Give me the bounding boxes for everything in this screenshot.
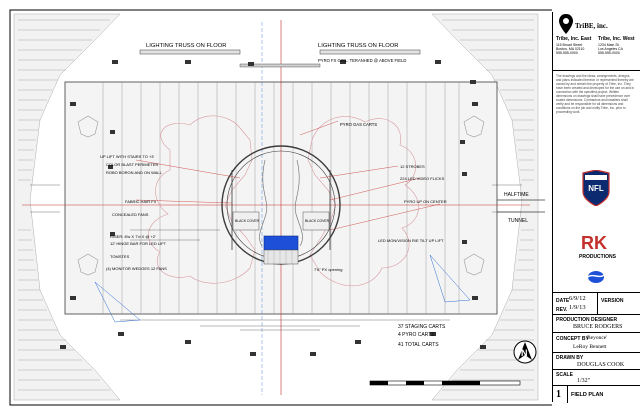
label-led-video-flicks: 224 LED VIDEO FLICKS <box>400 176 445 181</box>
black-cover-right <box>302 211 330 231</box>
sheet-title: FIELD PLAN <box>571 392 604 398</box>
sheet-border <box>9 9 552 406</box>
nfl-logo: NFL <box>581 169 611 207</box>
field-plan-drawing: LIGHTING TRUSS ON FLOOR LIGHTING TRUSS O… <box>9 9 552 406</box>
label-monitor-wedges: (4) MONITOR WEDGES 12 FANS <box>106 266 167 271</box>
date-label: DATE <box>556 298 570 304</box>
label-staging-carts: 37 STAGING CARTS <box>398 324 446 330</box>
concept-label: CONCEPT BY <box>556 336 589 342</box>
east-office-title: Tribe, Inc. East <box>556 36 592 42</box>
production-designer-value: BRUCE RODGERS <box>573 324 623 330</box>
version-label: VERSION <box>601 298 624 304</box>
rev-value: 1/9/13 <box>569 304 586 311</box>
label-black-cover-right: BLACK COVER <box>305 219 330 223</box>
tribe-logo-icon <box>559 14 573 34</box>
label-halftime-tunnel-1: HALFTIME <box>504 192 529 198</box>
lighting-truss <box>139 49 421 68</box>
west-office-line-2: Los Angeles CA <box>598 47 623 51</box>
title-block: TriBE, inc. Tribe, Inc. East 115 Broad S… <box>552 12 640 403</box>
label-halftime-tunnel-2: TUNNEL <box>508 218 528 224</box>
west-office-title: Tribe, Inc. West <box>598 36 635 42</box>
date-value: 6/9/12 <box>569 295 586 302</box>
label-black-cover-left: BLACK COVER <box>235 219 260 223</box>
circular-stage <box>221 145 341 265</box>
label-pyro-opening: 7'6" PX opening <box>314 267 342 272</box>
label-pyro-gas-carts: PYRO GAS CARTS <box>340 122 377 127</box>
drawn-by-value: DOUGLAS COOK <box>577 362 625 368</box>
rev-label: REV. <box>556 307 568 313</box>
monitor-wedge-ramp <box>94 281 141 323</box>
label-concealed-fans: CONCEALED FANS <box>112 212 149 217</box>
label-led-mon: LED MON/VISION R/E TILT UP LIFT <box>378 238 444 243</box>
scale-value: 1/32" <box>577 378 591 384</box>
scale-bar <box>369 380 521 386</box>
label-total-carts: 41 TOTAL CARTS <box>398 342 439 348</box>
west-office-line-1: 1234 Main St. <box>598 43 620 47</box>
end-zone-logos <box>77 115 485 276</box>
led-stage-riser <box>263 235 299 251</box>
label-riser: RISER: 8'w X 7'd X @ +2' <box>110 234 156 239</box>
label-strobes: 12 STROBES <box>400 164 425 169</box>
pyro-fan-ramp <box>429 254 471 303</box>
production-designer-cell: PRODUCTION DESIGNER BRUCE RODGERS <box>553 314 640 333</box>
concept-value-1: Beyonce' <box>587 335 608 341</box>
date-cell: DATE 6/9/12 REV. 1/9/13 VERSION <box>553 292 640 315</box>
lighting-fixtures <box>60 60 486 356</box>
rk-logo-mark: RK <box>581 233 607 253</box>
stadium-seating <box>13 13 539 401</box>
disclaimer-cell: The drawings and the ideas, arrangements… <box>553 70 640 161</box>
company-name: TriBE, inc. <box>575 22 608 30</box>
scale-label: SCALE <box>556 372 573 378</box>
label-pyro-fx-girl: PYRO FX GIRL: TERANHED @ ABOVE FIELD <box>318 58 406 63</box>
sheet-number: 1 <box>556 389 561 400</box>
label-fabric-hair: FABRIC HAIR FX <box>125 199 157 204</box>
drawn-by-cell: DRAWN BY DOUGLAS COOK <box>553 352 640 370</box>
label-color-blast: COLOR BLAST PERIMETER <box>106 162 158 167</box>
east-office-line-1: 115 Broad Street <box>556 43 583 47</box>
east-office-line-2: Boston, MA 02110 <box>556 47 585 51</box>
nfl-logo-text: NFL <box>588 184 604 193</box>
label-up-lift: UP LIFT WITH STAIRS TO +3' <box>100 154 155 159</box>
west-office-line-3: 555-555-0000 <box>598 51 620 55</box>
scale-cell: SCALE 1/32" <box>553 369 640 386</box>
label-tomstes: TOMSTES <box>110 254 130 259</box>
label-lighting-truss-left: LIGHTING TRUSS ON FLOOR <box>146 43 226 49</box>
label-hinge-bar: 12' HINGE BAR FOR LED LIFT <box>110 241 167 246</box>
concept-cell: CONCEPT BY Beyonce' LeRoy Bennett <box>553 332 640 353</box>
drawn-by-label: DRAWN BY <box>556 355 584 361</box>
label-pyro-up-center: PYRO UP ON CENTER <box>404 199 447 204</box>
rk-logo-sub: PRODUCTIONS <box>579 254 616 260</box>
sheet-cell: 1 FIELD PLAN <box>553 385 640 403</box>
black-cover-left <box>232 211 260 231</box>
pepsi-logo <box>587 270 605 284</box>
rigging-lines <box>135 120 441 231</box>
concept-value-2: LeRoy Bennett <box>573 344 607 350</box>
label-lighting-truss-right: LIGHTING TRUSS ON FLOOR <box>318 43 398 49</box>
label-robo-boron: ROBO BORON AND ON WALL <box>106 170 163 175</box>
east-office-line-3: 555-555-0000 <box>556 51 578 55</box>
label-pyro-carts: 4 PYRO CARTS <box>398 332 435 338</box>
disclaimer-text: The drawings and the ideas, arrangements… <box>556 74 635 114</box>
north-arrow: N <box>513 340 537 364</box>
rk-productions-logo: RK PRODUCTIONS <box>577 234 617 264</box>
production-designer-label: PRODUCTION DESIGNER <box>556 317 618 323</box>
halftime-tunnel <box>497 199 545 213</box>
yard-lines <box>102 82 460 314</box>
north-arrow-label: N <box>521 348 528 358</box>
